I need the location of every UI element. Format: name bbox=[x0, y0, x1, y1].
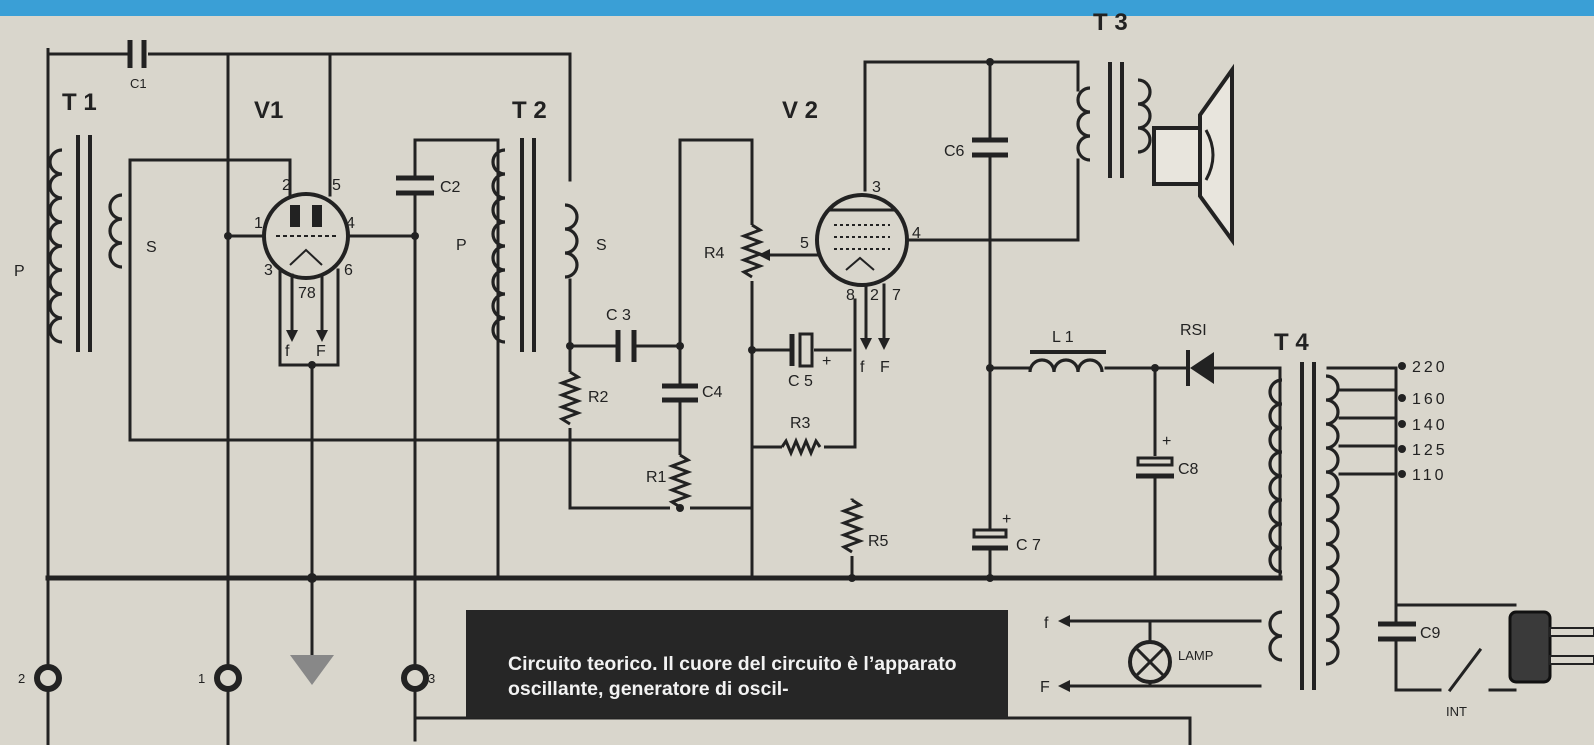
diode-rs1 bbox=[1186, 350, 1214, 386]
v1-pin: 3 bbox=[264, 262, 273, 279]
v1-filament: f bbox=[285, 343, 290, 360]
label-c2: C2 bbox=[440, 179, 461, 196]
capacitor-c2 bbox=[396, 175, 434, 196]
label-v1: V1 bbox=[254, 97, 283, 124]
label-c7: C 7 bbox=[1016, 537, 1041, 554]
caption-box: Circuito teorico. Il cuore del circuito … bbox=[466, 610, 1008, 718]
resistor-r1 bbox=[667, 453, 693, 511]
label-c5: C 5 bbox=[788, 373, 813, 390]
v1-pin: 1 bbox=[254, 215, 263, 232]
label-t1-p: P bbox=[14, 263, 25, 280]
label-t2-p: P bbox=[456, 237, 467, 254]
terminal-label: 2 bbox=[18, 671, 25, 686]
c8-polarity: + bbox=[1162, 433, 1171, 450]
wires bbox=[45, 48, 1517, 745]
capacitor-c7 bbox=[972, 528, 1008, 551]
inductor-l1 bbox=[1028, 350, 1106, 373]
label-r3: R3 bbox=[790, 415, 811, 432]
speaker-icon bbox=[1152, 63, 1234, 247]
v1-pin: 4 bbox=[346, 215, 355, 232]
label-int: INT bbox=[1446, 704, 1467, 719]
v2-pin: 4 bbox=[912, 225, 921, 242]
lamp-icon bbox=[1058, 615, 1172, 692]
label-r2: R2 bbox=[588, 389, 609, 406]
v1-pin: 5 bbox=[332, 177, 341, 194]
label-c1: C1 bbox=[130, 76, 147, 91]
tap-label: 140 bbox=[1412, 417, 1448, 434]
label-c9: C9 bbox=[1420, 625, 1441, 642]
tap-label: 220 bbox=[1412, 359, 1448, 376]
top-color-band bbox=[0, 0, 1594, 16]
ground-icon bbox=[290, 655, 334, 685]
label-t2: T 2 bbox=[512, 97, 547, 124]
label-lamp: LAMP bbox=[1178, 648, 1213, 663]
v1-filament: F bbox=[316, 343, 326, 360]
capacitor-c3 bbox=[615, 330, 637, 362]
transformer-t2 bbox=[491, 138, 579, 352]
v2-filament: F bbox=[880, 359, 890, 376]
label-r4: R4 bbox=[704, 245, 725, 262]
v2-pin: 2 bbox=[870, 287, 879, 304]
capacitor-c6 bbox=[972, 137, 1008, 158]
resistor-r4 bbox=[739, 223, 770, 281]
capacitor-c5 bbox=[789, 332, 814, 368]
transformer-t4 bbox=[1268, 362, 1406, 690]
v2-pin: 5 bbox=[800, 235, 809, 252]
junction-dots bbox=[224, 58, 1159, 583]
capacitor-c9 bbox=[1378, 621, 1416, 642]
label-t1-s: S bbox=[146, 239, 157, 256]
tap-label: 125 bbox=[1412, 442, 1448, 459]
label-t3: T 3 bbox=[1093, 9, 1128, 36]
label-t4: T 4 bbox=[1274, 329, 1309, 356]
v2-pin: 3 bbox=[872, 179, 881, 196]
label-t1: T 1 bbox=[62, 89, 97, 116]
c7-polarity: + bbox=[1002, 511, 1011, 528]
v2-filament: f bbox=[860, 359, 865, 376]
lamp-lead: f bbox=[1044, 615, 1049, 632]
lamp-lead: F bbox=[1040, 679, 1050, 696]
label-r1: R1 bbox=[646, 469, 667, 486]
label-r5: R5 bbox=[868, 533, 889, 550]
v1-pin: 6 bbox=[344, 262, 353, 279]
tap-label: 110 bbox=[1412, 467, 1447, 484]
tap-label: 160 bbox=[1412, 391, 1448, 408]
caption-text: Circuito teorico. Il cuore del circuito … bbox=[508, 653, 957, 700]
c5-polarity: + bbox=[822, 353, 831, 370]
label-t2-s: S bbox=[596, 237, 607, 254]
tube-v2 bbox=[815, 193, 909, 350]
v2-pin: 8 bbox=[846, 287, 855, 304]
label-c4: C4 bbox=[702, 384, 723, 401]
mains-plug-icon bbox=[1508, 610, 1594, 684]
component-labels: T 1 C1 V1 T 2 V 2 T 3 T 4 C2 C 3 C4 C 5 … bbox=[14, 9, 1467, 719]
terminal-label: 1 bbox=[198, 671, 205, 686]
resistor-r3 bbox=[780, 437, 824, 457]
terminals bbox=[34, 664, 429, 745]
v1-pin: 78 bbox=[298, 285, 316, 302]
resistor-r2 bbox=[557, 370, 583, 428]
transformer-t1 bbox=[48, 135, 123, 352]
label-c8: C8 bbox=[1178, 461, 1199, 478]
capacitor-c1 bbox=[127, 40, 148, 68]
resistor-r5 bbox=[839, 498, 865, 556]
label-c3: C 3 bbox=[606, 307, 631, 324]
v1-pin: 2 bbox=[282, 177, 291, 194]
label-v2: V 2 bbox=[782, 97, 818, 124]
capacitor-c4 bbox=[662, 383, 698, 403]
v2-pin: 7 bbox=[892, 287, 901, 304]
transformer-t3 bbox=[1076, 62, 1152, 178]
label-rs1: RSI bbox=[1180, 322, 1207, 339]
capacitor-c8 bbox=[1136, 456, 1174, 479]
terminal-label: 3 bbox=[428, 671, 435, 686]
label-c6: C6 bbox=[944, 143, 965, 160]
tube-v1 bbox=[262, 192, 350, 342]
label-l1: L 1 bbox=[1052, 329, 1074, 346]
